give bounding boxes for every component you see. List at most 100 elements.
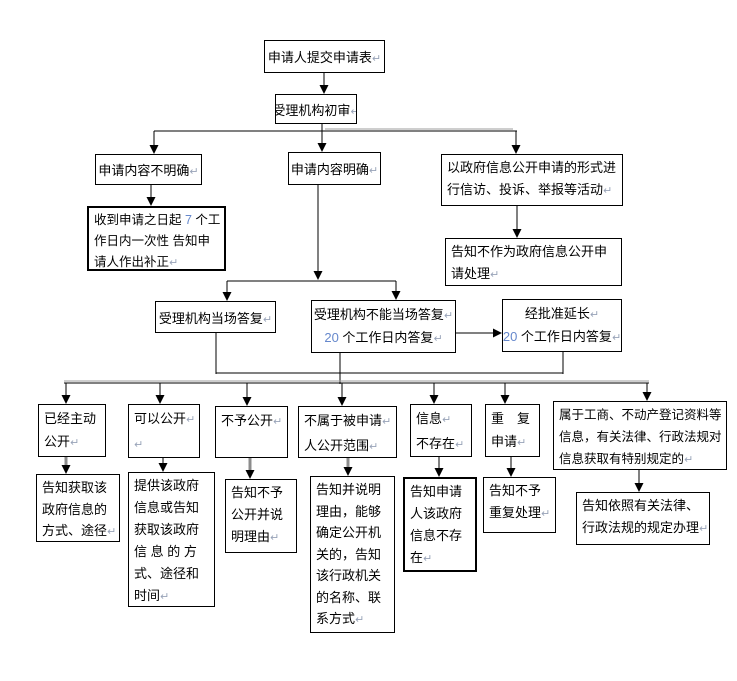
flow-node-text-line: 公开↵: [44, 434, 80, 449]
node-initial-review: 受理机构初审↵: [275, 94, 357, 124]
flow-node-text-line: 可以公开↵: [134, 411, 196, 426]
arrowhead-icon: [493, 328, 502, 338]
flow-node-text-line: 信 息 的 方: [134, 544, 197, 559]
flow-node-text-line: 属于工商、不动产登记资料等: [559, 408, 722, 422]
flow-node-text-line: 不存在↵: [416, 436, 465, 451]
arrowhead-icon: [512, 229, 522, 238]
flow-node-text-line: 告知不予: [489, 483, 542, 498]
flow-node-text-line: 式、途径和: [134, 566, 200, 581]
flow-node-text-line: 的名称、联: [316, 589, 382, 605]
flow-node-text-line: 行信访、投诉、举报等活动↵: [447, 182, 613, 197]
flow-node-text-line: 告知不作为政府信息公开申: [451, 244, 608, 259]
node-not-treated-as-disclosure-request: 告知不作为政府信息公开申请处理↵: [445, 238, 622, 286]
arrowhead-icon: [313, 271, 323, 280]
arrowhead-icon: [429, 395, 439, 404]
node-petition-complaint-activity: 以政府信息公开申请的形式进行信访、投诉、举报等活动↵: [441, 154, 623, 206]
flow-node-text-line: 申请内容明确↵: [290, 162, 379, 177]
flow-node-text-line: 人该政府: [410, 506, 463, 521]
flow-node-text-line: 经批准延长↵: [524, 305, 600, 321]
flow-node-text-line: 申请人提交申请表↵: [267, 50, 382, 65]
flow-node-text-line: 告知并说明: [316, 482, 382, 497]
flow-node-text-line: 确定公开机: [316, 525, 382, 540]
arrowhead-icon: [319, 85, 329, 94]
flow-node-text-line: 时间↵: [134, 588, 170, 603]
flow-node-text-line: 该行政机关: [316, 568, 382, 583]
node-information-not-exist: 信息↵ 不存在↵: [410, 404, 472, 457]
arrowhead-icon: [146, 197, 156, 206]
flow-node-text-line: 不予公开↵: [221, 413, 283, 428]
flow-node-text-line: 信息或告知: [134, 500, 200, 515]
flow-node-text-line: 系方式↵: [316, 611, 365, 626]
node-notify-access-method: 告知获取该政府信息的方式、途径↵: [36, 474, 120, 542]
flow-node-text-line: 申请↵: [491, 434, 527, 449]
flow-node-text-line: 信息，有关法律、行政法规对: [559, 430, 722, 444]
node-special-legal-provisions: 属于工商、不动产登记资料等信息，有关法律、行政法规对信息获取有特别规定的↵: [553, 401, 727, 470]
arrowhead-icon: [317, 143, 327, 152]
arrowhead-icon: [500, 395, 510, 404]
node-reply-on-the-spot: 受理机构当场答复↵: [155, 301, 276, 333]
node-not-in-respondent-scope: 不属于被申请↵ 人公开范围↵: [298, 406, 397, 458]
flow-node-text-line: 人公开范围↵: [304, 438, 379, 453]
node-can-be-disclosed: 可以公开↵ ↵: [128, 404, 200, 458]
node-notify-and-explain-authority: 告知并说明理由，能够确定公开机关的，告知该行政机关的名称、联系方式↵: [310, 476, 395, 633]
arrowhead-icon: [222, 292, 232, 301]
flow-node-text-line: 受理机构初审↵: [275, 102, 356, 118]
flow-node-text-line: ↵: [134, 439, 144, 451]
node-handle-per-laws-regulations: 告知依照有关法律、行政法规的规定办理↵: [576, 492, 710, 545]
flow-node-text-line: 方式、途径↵: [42, 523, 117, 538]
arrowhead-icon: [158, 463, 168, 472]
node-repeated-application: 重 复申请↵: [485, 404, 540, 457]
flow-node-text-line: 20 个工作日内答复↵: [324, 329, 443, 345]
flow-node-text-line: 作日内一次性 告知申: [94, 234, 210, 248]
arrowhead-icon: [343, 467, 353, 476]
node-content-unclear: 申请内容不明确↵: [95, 154, 202, 185]
flow-node-text-line: 提供该政府: [134, 478, 200, 493]
flow-node-text-line: 不属于被申请↵: [304, 413, 392, 428]
flow-node-text-line: 信息↵: [416, 411, 452, 426]
node-approved-extension-20-days: 经批准延长↵ 20 个工作日内答复↵: [502, 299, 622, 352]
flow-node-text-line: 关的，告知: [316, 546, 382, 562]
node-content-clear: 申请内容明确↵: [288, 152, 381, 185]
flow-node-text-line: 告知不予: [231, 485, 284, 500]
flow-node-text-line: 明理由↵: [231, 529, 280, 544]
flow-node-text-line: 受理机构不能当场答复↵: [313, 306, 454, 322]
flow-node-text-line: 重复处理↵: [489, 505, 551, 520]
flow-node-text-line: 申请内容不明确↵: [98, 163, 199, 178]
arrowhead-icon: [155, 395, 165, 404]
flow-node-text-line: 以政府信息公开申请的形式进: [447, 160, 617, 175]
flow-node-text-line: 信息获取有特别规定的↵: [559, 452, 694, 466]
node-notify-correction-within-7-days: 收到申请之日起 7 个工作日内一次性 告知申请人作出补正↵: [87, 206, 226, 271]
arrowhead-icon: [149, 145, 159, 154]
flow-node-text-line: 请人作出补正↵: [94, 255, 179, 269]
flow-node-text-line: 告知获取该: [42, 480, 108, 495]
arrowhead-icon: [634, 483, 644, 492]
node-notify-no-repeat-processing: 告知不予重复处理↵: [483, 477, 556, 533]
flow-node-text-line: 告知依照有关法律、: [582, 498, 700, 513]
node-not-to-be-disclosed: 不予公开↵: [215, 406, 288, 458]
node-already-proactively-disclosed: 已经主动公开↵: [38, 404, 106, 457]
flow-node-text-line: 收到申请之日起 7 个工: [94, 213, 221, 227]
flow-node-text-line: 政府信息的: [42, 501, 108, 517]
arrowhead-icon: [242, 397, 252, 406]
arrowhead-icon: [391, 291, 401, 300]
flow-node-text-line: 20 个工作日内答复↵: [502, 328, 622, 344]
flow-node-text-line: 获取该政府: [134, 522, 200, 537]
node-applicant-submits-form: 申请人提交申请表↵: [264, 40, 385, 73]
flow-node-text-line: 告知申请: [410, 484, 463, 499]
arrowhead-icon: [511, 145, 521, 154]
arrowhead-icon: [61, 395, 71, 404]
arrowhead-icon: [337, 397, 347, 406]
node-reply-within-20-working-days: 受理机构不能当场答复↵ 20 个工作日内答复↵: [311, 300, 456, 353]
flow-node-text-line: 理由，能够: [316, 503, 382, 519]
flow-node-text-line: 已经主动: [44, 411, 97, 426]
arrowhead-icon: [245, 470, 255, 479]
flow-node-text-line: 公开并说: [231, 507, 284, 522]
arrowhead-icon: [506, 468, 516, 477]
node-notify-info-not-exist: 告知申请人该政府信息不存在↵: [403, 477, 477, 572]
node-notify-refusal-with-reasons: 告知不予公开并说明理由↵: [225, 479, 297, 553]
flow-node-text-line: 受理机构当场答复↵: [158, 310, 273, 326]
flow-node-text-line: 信息不存: [410, 528, 463, 543]
flow-node-text-line: 行政法规的规定办理↵: [582, 520, 709, 535]
arrowhead-icon: [434, 468, 444, 477]
